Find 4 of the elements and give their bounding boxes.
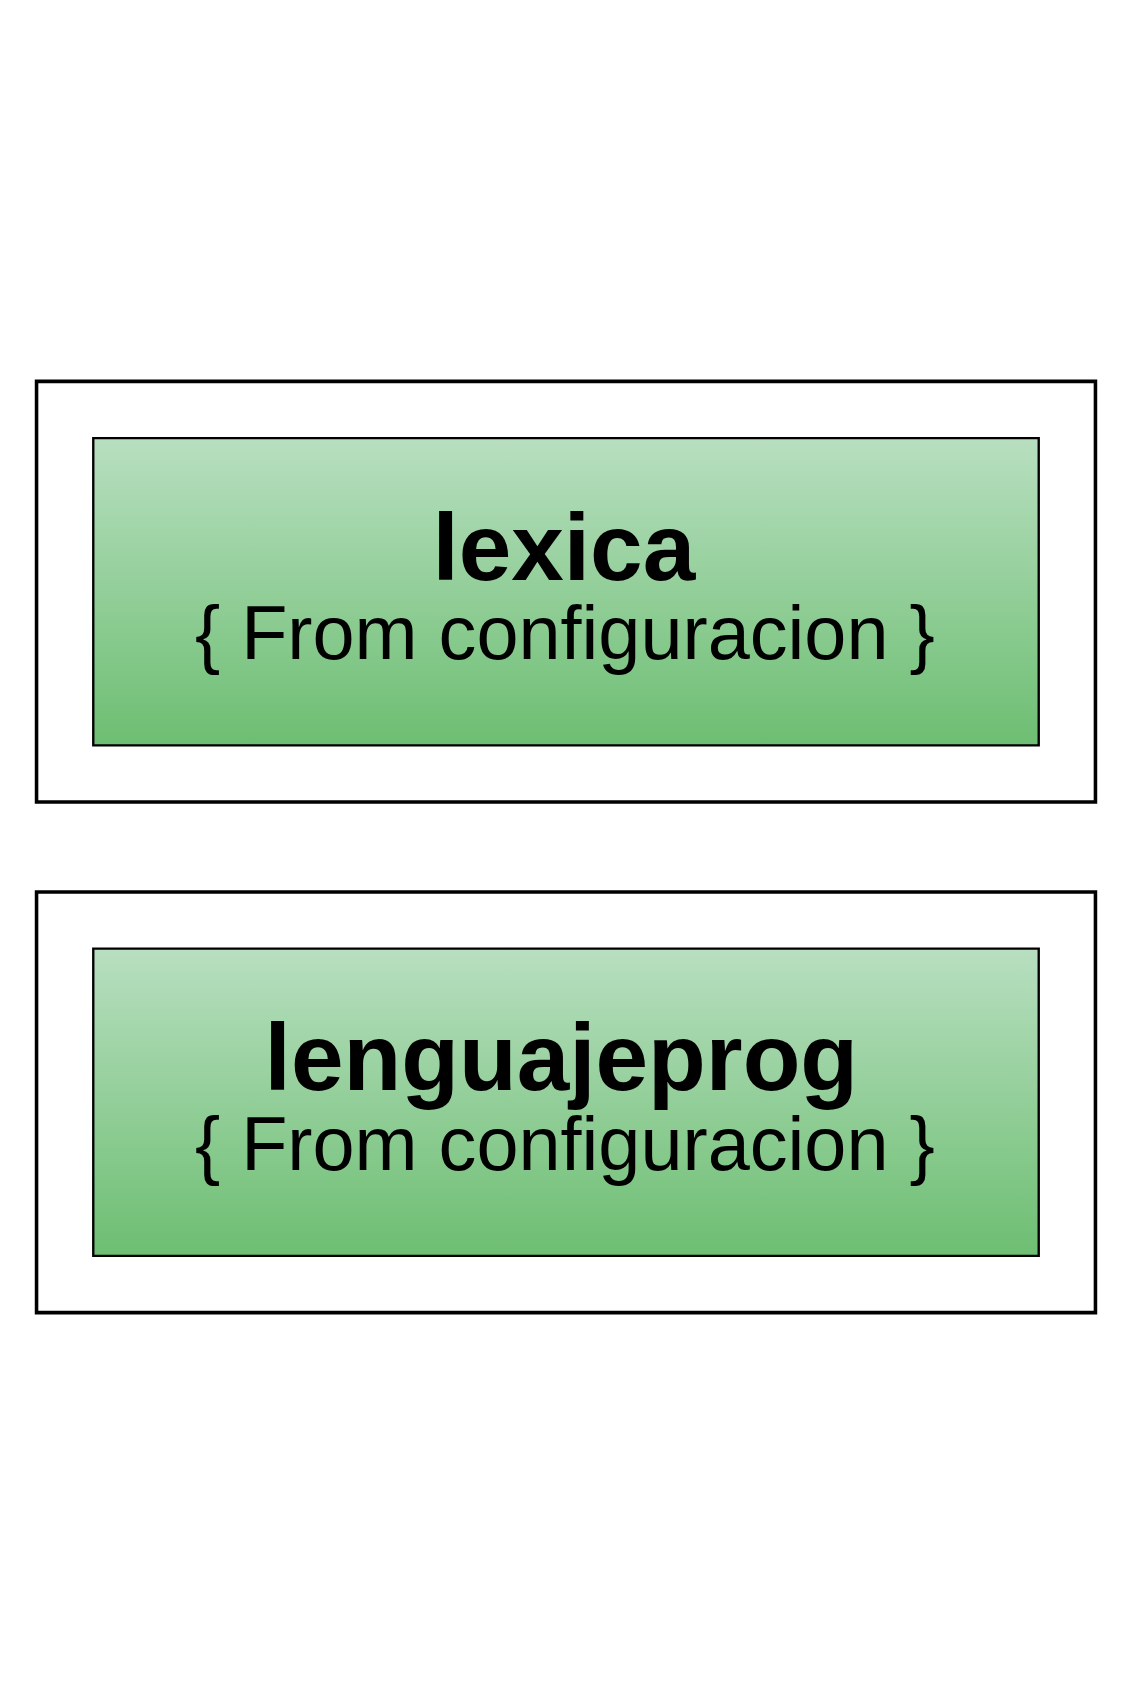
node-box: lexica { From configuracion } [92, 436, 1040, 747]
node-box: lenguajeprog { From configuracion } [92, 946, 1040, 1257]
cluster [34, 379, 1098, 804]
cluster [34, 889, 1098, 1314]
